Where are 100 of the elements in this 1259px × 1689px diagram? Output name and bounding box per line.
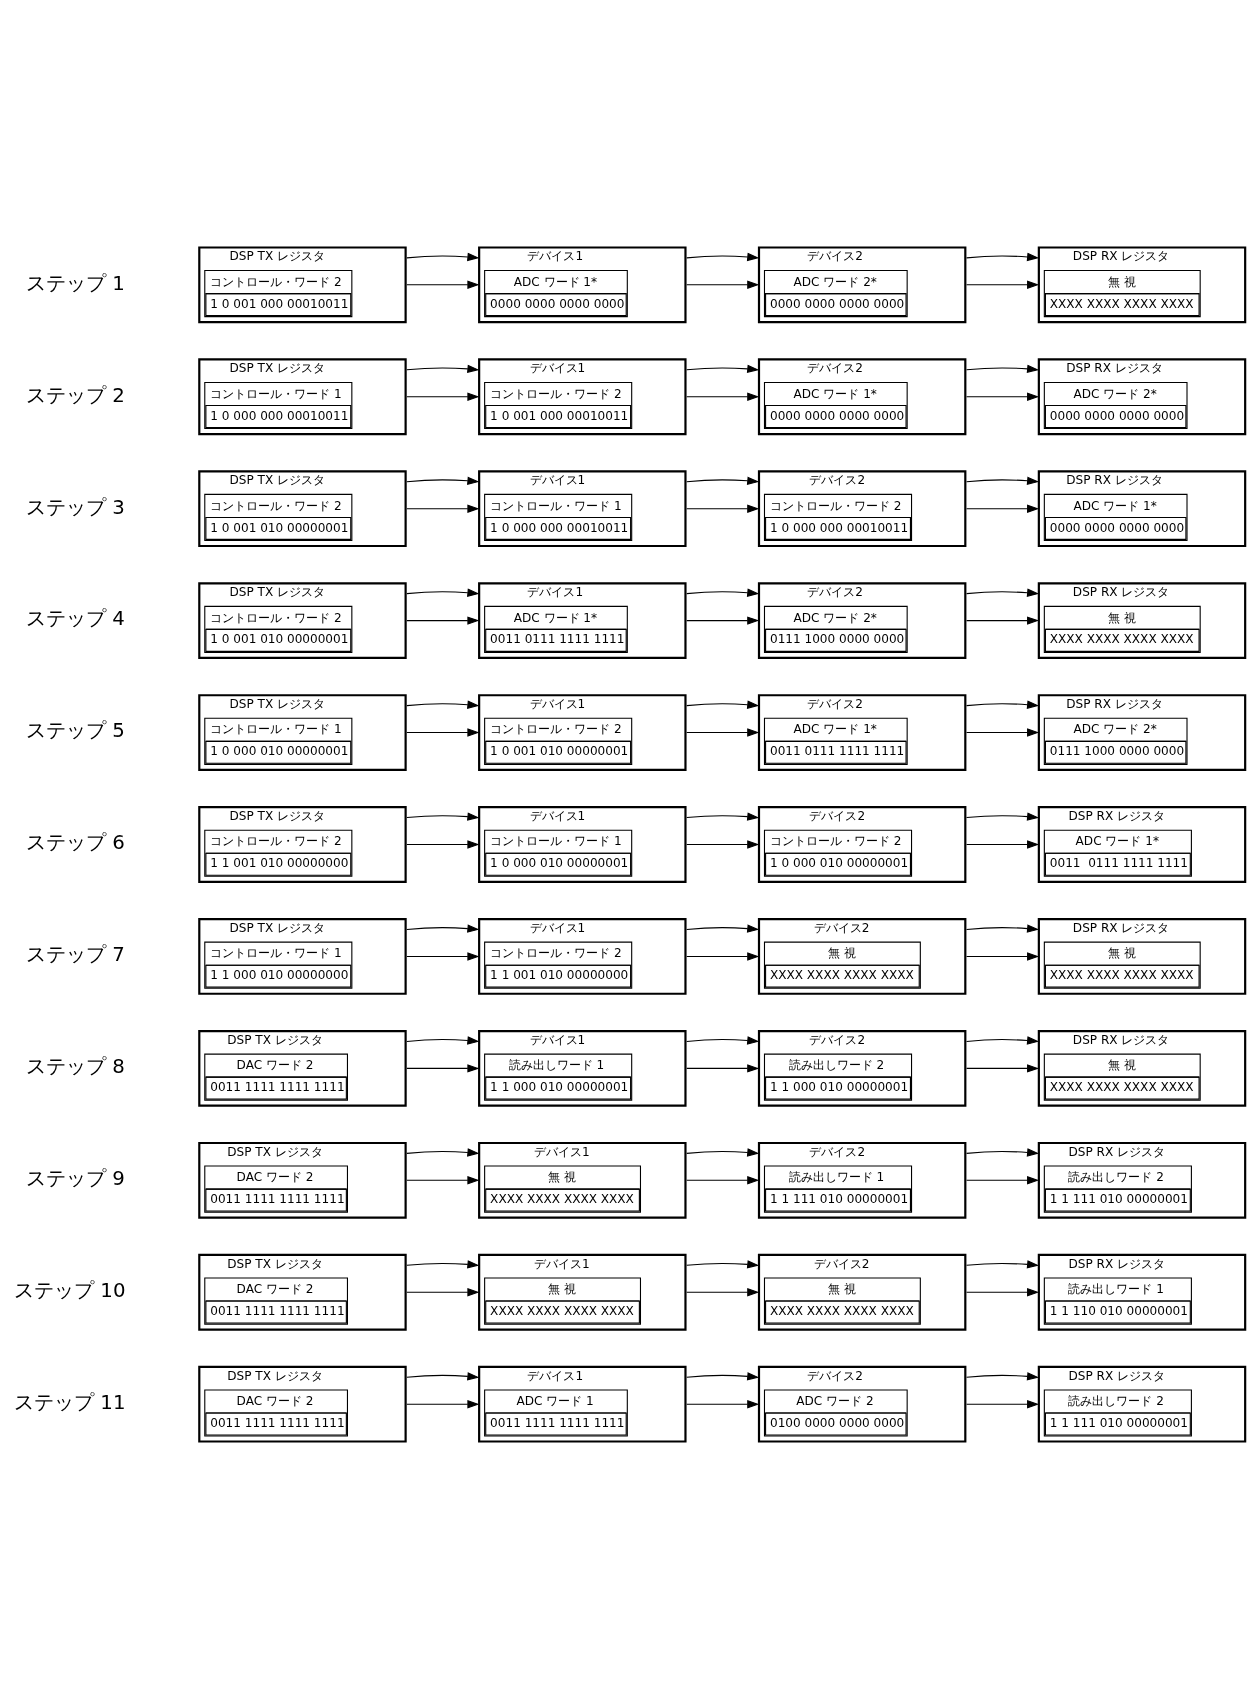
arrow: [966, 252, 1040, 262]
arrow: [966, 476, 1040, 485]
label: ステップ 5: [25, 719, 125, 743]
arrow: [966, 1260, 1040, 1269]
node-box: デバイス2 コントロール・ワード 2 1 0 000 000 00010011: [757, 470, 967, 548]
arrow: [966, 700, 1040, 709]
node-box: DSP RX レジスタ ADC ワード 2* 0111 1000 0000 0000: [1037, 694, 1247, 771]
node-box: DSP TX レジスタ コントロール・ワード 2 1 0 001 010 00000001: [198, 470, 407, 548]
arrow: [406, 504, 480, 513]
node-box: デバイス1 読み出しワード 1 1 1 000 010 00000001: [478, 1029, 687, 1107]
arrow: [686, 924, 760, 933]
arrow: [966, 1372, 1040, 1381]
node-box: DSP TX レジスタ コントロール・ワード 1 1 0 000 010 00000001: [198, 694, 407, 771]
arrow: [686, 812, 760, 821]
arrow: [686, 1148, 760, 1157]
node-box: DSP TX レジスタ DAC ワード 2 0011 1111 1111 1111: [198, 1029, 407, 1107]
node-box: デバイス1 ADC ワード 1* 0011 0111 1111 1111: [478, 582, 687, 660]
label: ステップ 6: [25, 831, 125, 855]
arrow: [406, 728, 480, 737]
arrow: [406, 364, 480, 374]
node-box: デバイス2 読み出しワード 2 1 1 000 010 00000001: [757, 1029, 967, 1107]
arrow: [686, 252, 760, 262]
label: ステップ 8: [25, 1055, 125, 1079]
arrow: [686, 1176, 760, 1185]
node-box: DSP RX レジスタ 無 視 XXXX XXXX XXXX XXXX: [1037, 1029, 1247, 1107]
label: ステップ 1: [25, 271, 125, 295]
arrow: [406, 476, 480, 485]
arrow: [966, 364, 1040, 374]
arrow: [686, 1399, 760, 1409]
arrow: [966, 728, 1040, 737]
arrow: [686, 1372, 760, 1381]
arrow: [686, 588, 760, 597]
arrow: [686, 280, 760, 290]
arrow: [406, 840, 480, 849]
node-box: デバイス2 ADC ワード 1* 0000 0000 0000 0000: [757, 358, 967, 436]
label: ステップ 4: [25, 607, 125, 631]
arrow: [686, 1036, 760, 1045]
node-box: DSP TX レジスタ コントロール・ワード 1 1 0 000 000 00010011: [198, 358, 407, 436]
node-box: DSP TX レジスタ コントロール・ワード 2 1 0 001 000 00010011: [198, 246, 407, 324]
arrow: [406, 1036, 480, 1045]
arrow: [406, 392, 480, 401]
node-box: DSP TX レジスタ コントロール・ワード 2 1 0 001 010 00000001: [198, 582, 407, 660]
node-box: デバイス1 コントロール・ワード 2 1 0 001 010 00000001: [478, 694, 687, 771]
arrow: [686, 392, 760, 401]
label: ステップ 9: [25, 1167, 125, 1191]
arrow: [406, 1148, 480, 1157]
arrow: [406, 700, 480, 709]
label: ステップ 3: [25, 495, 125, 519]
arrow: [406, 616, 480, 625]
node-box: デバイス2 コントロール・ワード 2 1 0 000 010 00000001: [757, 806, 967, 883]
node-box: デバイス1 ADC ワード 1* 0000 0000 0000 0000: [478, 246, 687, 324]
arrow: [966, 1288, 1040, 1297]
node-box: DSP RX レジスタ 読み出しワード 2 1 1 111 010 00000001: [1037, 1365, 1247, 1443]
node-box: デバイス1 無 視 XXXX XXXX XXXX XXXX: [478, 1253, 687, 1331]
arrow: [406, 1288, 480, 1297]
node-box: デバイス1 コントロール・ワード 1 1 0 000 000 00010011: [478, 470, 687, 548]
node-box: DSP RX レジスタ 無 視 XXXX XXXX XXXX XXXX: [1037, 918, 1247, 995]
node-box: DSP TX レジスタ DAC ワード 2 0011 1111 1111 1111: [198, 1141, 407, 1219]
arrow: [406, 280, 480, 290]
node-box: デバイス1 コントロール・ワード 2 1 0 001 000 00010011: [478, 358, 687, 436]
node-box: DSP TX レジスタ DAC ワード 2 0011 1111 1111 1111: [198, 1365, 407, 1443]
arrow: [686, 700, 760, 709]
node-box: DSP RX レジスタ ADC ワード 1* 0011 0111 1111 1111: [1037, 806, 1247, 883]
arrow: [406, 1260, 480, 1269]
arrow: [966, 924, 1040, 933]
node-box: DSP RX レジスタ 読み出しワード 2 1 1 111 010 00000001: [1037, 1141, 1247, 1219]
arrow: [686, 728, 760, 737]
arrow: [966, 812, 1040, 821]
node-box: DSP RX レジスタ ADC ワード 2* 0000 0000 0000 0000: [1037, 358, 1247, 436]
label: ステップ 7: [25, 943, 125, 967]
arrow: [966, 588, 1040, 597]
arrow: [406, 952, 480, 961]
arrow: [966, 1064, 1040, 1073]
arrow: [686, 364, 760, 374]
arrow: [686, 1260, 760, 1269]
node-box: DSP RX レジスタ 無 視 XXXX XXXX XXXX XXXX: [1037, 582, 1247, 660]
node-box: DSP RX レジスタ 無 視 XXXX XXXX XXXX XXXX: [1037, 246, 1247, 324]
arrow: [686, 476, 760, 485]
node-box: デバイス2 無 視 XXXX XXXX XXXX XXXX: [757, 1253, 967, 1331]
arrow: [406, 1176, 480, 1185]
label: ステップ 2: [25, 383, 125, 407]
arrow: [686, 504, 760, 513]
node-box: デバイス2 ADC ワード 2* 0000 0000 0000 0000: [757, 246, 967, 324]
node-box: DSP RX レジスタ 読み出しワード 1 1 1 110 010 00000001: [1037, 1253, 1247, 1331]
arrow: [686, 1288, 760, 1297]
arrow: [966, 616, 1040, 625]
arrow: [966, 1176, 1040, 1185]
node-box: DSP TX レジスタ DAC ワード 2 0011 1111 1111 1111: [198, 1253, 407, 1331]
arrow: [406, 812, 480, 821]
arrow: [966, 392, 1040, 401]
node-box: デバイス1 ADC ワード 1 0011 1111 1111 1111: [478, 1365, 687, 1443]
label: ステップ 10: [14, 1279, 126, 1303]
node-box: デバイス2 ADC ワード 1* 0011 0111 1111 1111: [757, 694, 967, 771]
arrow: [406, 588, 480, 597]
arrow: [406, 1372, 480, 1381]
node-box: デバイス2 無 視 XXXX XXXX XXXX XXXX: [757, 918, 967, 995]
label: ステップ 11: [14, 1391, 126, 1415]
arrow: [966, 280, 1040, 290]
node-box: デバイス1 無 視 XXXX XXXX XXXX XXXX: [478, 1141, 687, 1219]
arrow: [966, 504, 1040, 513]
